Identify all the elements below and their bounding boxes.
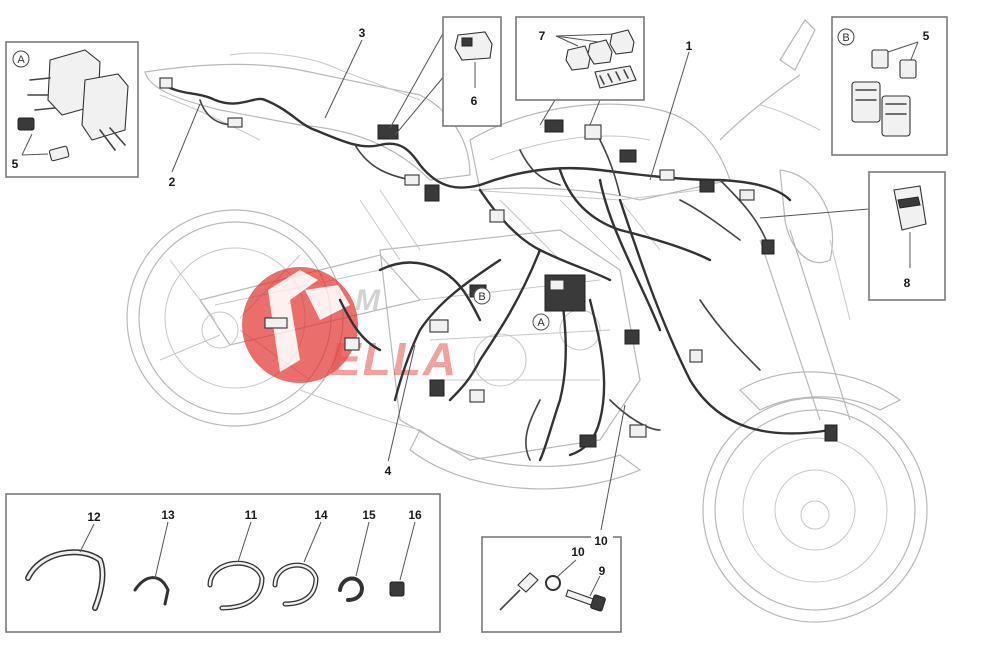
svg-text:M: M bbox=[355, 284, 381, 317]
callout-9: 9 bbox=[599, 564, 606, 578]
callout-10-detail: 10 bbox=[571, 545, 585, 559]
callout-4: 4 bbox=[385, 464, 392, 478]
inset-bolt: 10 9 bbox=[481, 536, 622, 633]
callout-15: 15 bbox=[362, 508, 376, 522]
callout-8: 8 bbox=[904, 276, 911, 290]
callout-13: 13 bbox=[161, 508, 175, 522]
detail-marker-b: B bbox=[478, 291, 485, 303]
callout-6: 6 bbox=[471, 94, 478, 108]
callout-3: 3 bbox=[359, 26, 366, 40]
callout-5b: 5 bbox=[923, 29, 930, 43]
wiring-harness: B A bbox=[159, 77, 838, 462]
main-callouts: 1 2 3 4 10 bbox=[164, 24, 698, 548]
callout-7: 7 bbox=[539, 29, 546, 43]
inset-a: A 5 bbox=[5, 41, 139, 178]
callout-2: 2 bbox=[169, 175, 176, 189]
callout-16: 16 bbox=[408, 508, 422, 522]
callout-14: 14 bbox=[314, 508, 328, 522]
callout-1: 1 bbox=[686, 39, 693, 53]
inset-clips: 12 13 11 14 15 16 bbox=[5, 493, 441, 633]
inset-a-letter: A bbox=[17, 54, 25, 66]
detail-marker-a: A bbox=[537, 317, 545, 329]
callout-12: 12 bbox=[87, 510, 101, 524]
callout-5a: 5 bbox=[12, 157, 19, 171]
inset-7: 7 bbox=[515, 16, 645, 101]
inset-8: 8 bbox=[868, 171, 946, 301]
inset-b-letter: B bbox=[842, 32, 849, 44]
inset-b: B 5 bbox=[831, 16, 948, 156]
callout-11: 11 bbox=[245, 508, 258, 522]
inset-6: 6 bbox=[442, 16, 502, 127]
leader-lines bbox=[171, 29, 906, 531]
callout-10: 10 bbox=[594, 534, 608, 548]
